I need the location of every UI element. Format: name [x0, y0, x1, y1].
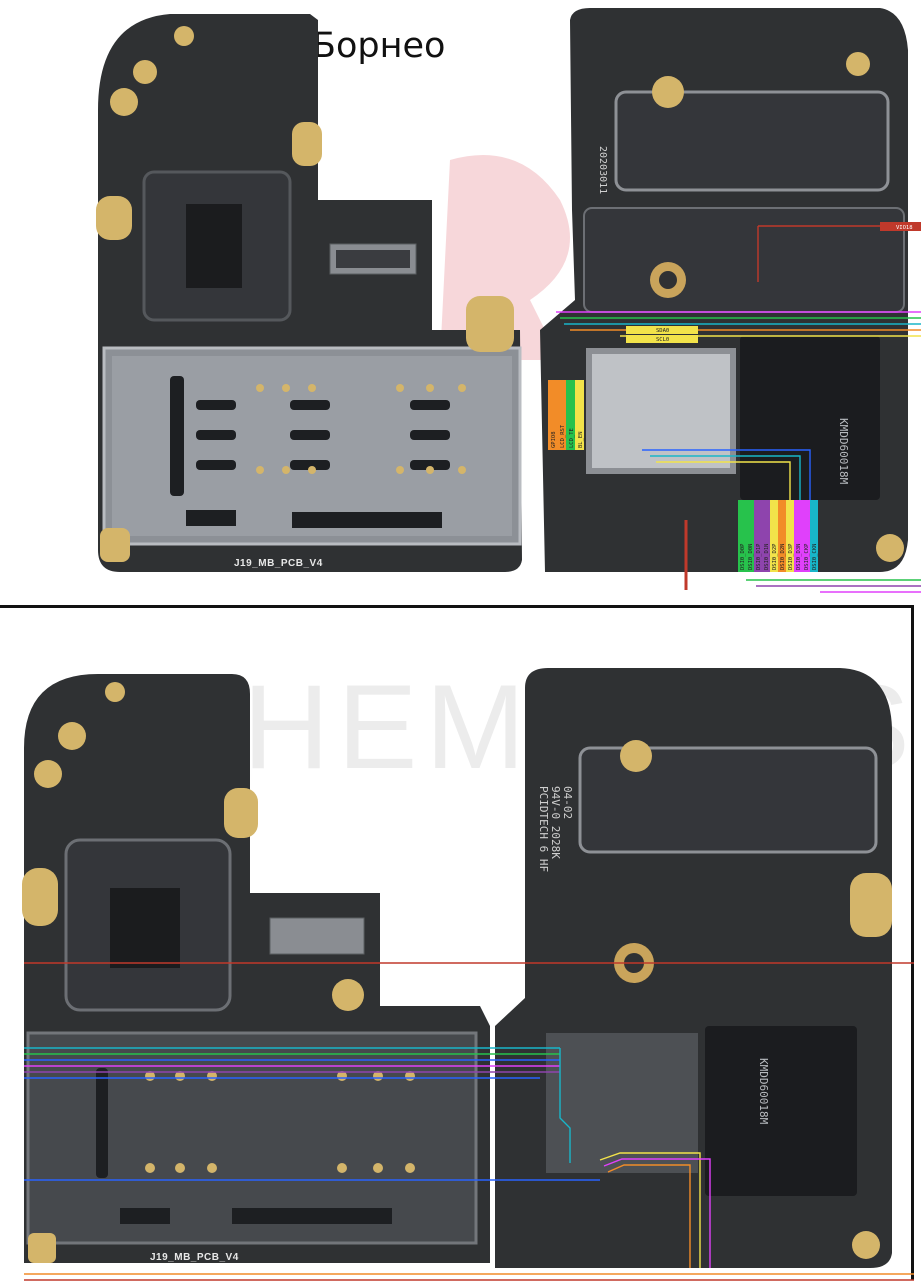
mounting-pads — [96, 26, 904, 562]
net-bl-en: BL_EN — [578, 431, 584, 448]
top-silk-code: 20203011 — [597, 146, 608, 194]
mounting-pads-bottom — [22, 682, 892, 1263]
memory-chip-bottom — [705, 1026, 857, 1196]
net-gpio8: GPIO8 — [551, 431, 557, 448]
memory-chip-marking-bottom: KMDD60018M — [757, 1058, 770, 1125]
bottom-board-panel: SCHEMATICS KMDD60018M — [0, 605, 914, 1281]
net-dsi0-d1p: DSI0_D1P — [756, 543, 762, 570]
top-traces — [556, 225, 921, 593]
bottom-silk-code-1: PCIDTECH 6 HF — [537, 786, 550, 872]
net-dsi0-d1n: DSI0_D1N — [764, 544, 770, 571]
right-top-shield — [614, 90, 890, 192]
left-net-labels — [548, 380, 584, 450]
net-dsi0-d3p: DSI0_D3P — [788, 543, 794, 570]
bottom-board-drawing: SCHEMATICS KMDD60018M — [22, 660, 914, 1281]
net-dsi0-ckp: DSI0_CKP — [804, 543, 810, 570]
bottom-silk-code-3: 04-02 — [561, 786, 574, 819]
top-board-panel: Борнео — [0, 0, 921, 605]
net-dsi0-d0p: DSI0_D0P — [740, 543, 746, 570]
soc-chip-bottom — [546, 1033, 698, 1173]
net-scl0: SCL0 — [656, 337, 669, 343]
memory-chip — [740, 336, 880, 500]
net-dsi0-d3n: DSI0_D3N — [796, 544, 802, 571]
top-pcb-label: J19_MB_PCB_V4 — [234, 558, 323, 569]
dsi-net-label-bars — [738, 500, 818, 572]
fpc-connector-bottom — [269, 917, 365, 955]
bottom-pcb-label: J19_MB_PCB_V4 — [150, 1252, 239, 1263]
net-dsi0-ckn: DSI0_CKN — [812, 544, 818, 571]
bottom-silk-code-2: 94V-0 2028K — [549, 786, 562, 859]
net-sda0: SDA0 — [656, 328, 669, 334]
net-dsi0-d2p: DSI0_D2P — [772, 543, 778, 570]
net-lcd-rst: LCD_RST — [560, 424, 566, 448]
watermark-logo — [440, 155, 570, 360]
net-lcd-te: LCD_TE — [569, 428, 575, 448]
net-dsi0-d2n: DSI0_D2N — [780, 544, 786, 571]
top-board-drawing: KMDD60018M — [96, 8, 921, 593]
page-title: Борнео — [312, 26, 446, 66]
net-dsi0-d0n: DSI0_D0N — [748, 544, 754, 571]
memory-chip-marking: KMDD60018M — [837, 418, 850, 485]
net-vio18: VIO18 — [896, 225, 913, 231]
